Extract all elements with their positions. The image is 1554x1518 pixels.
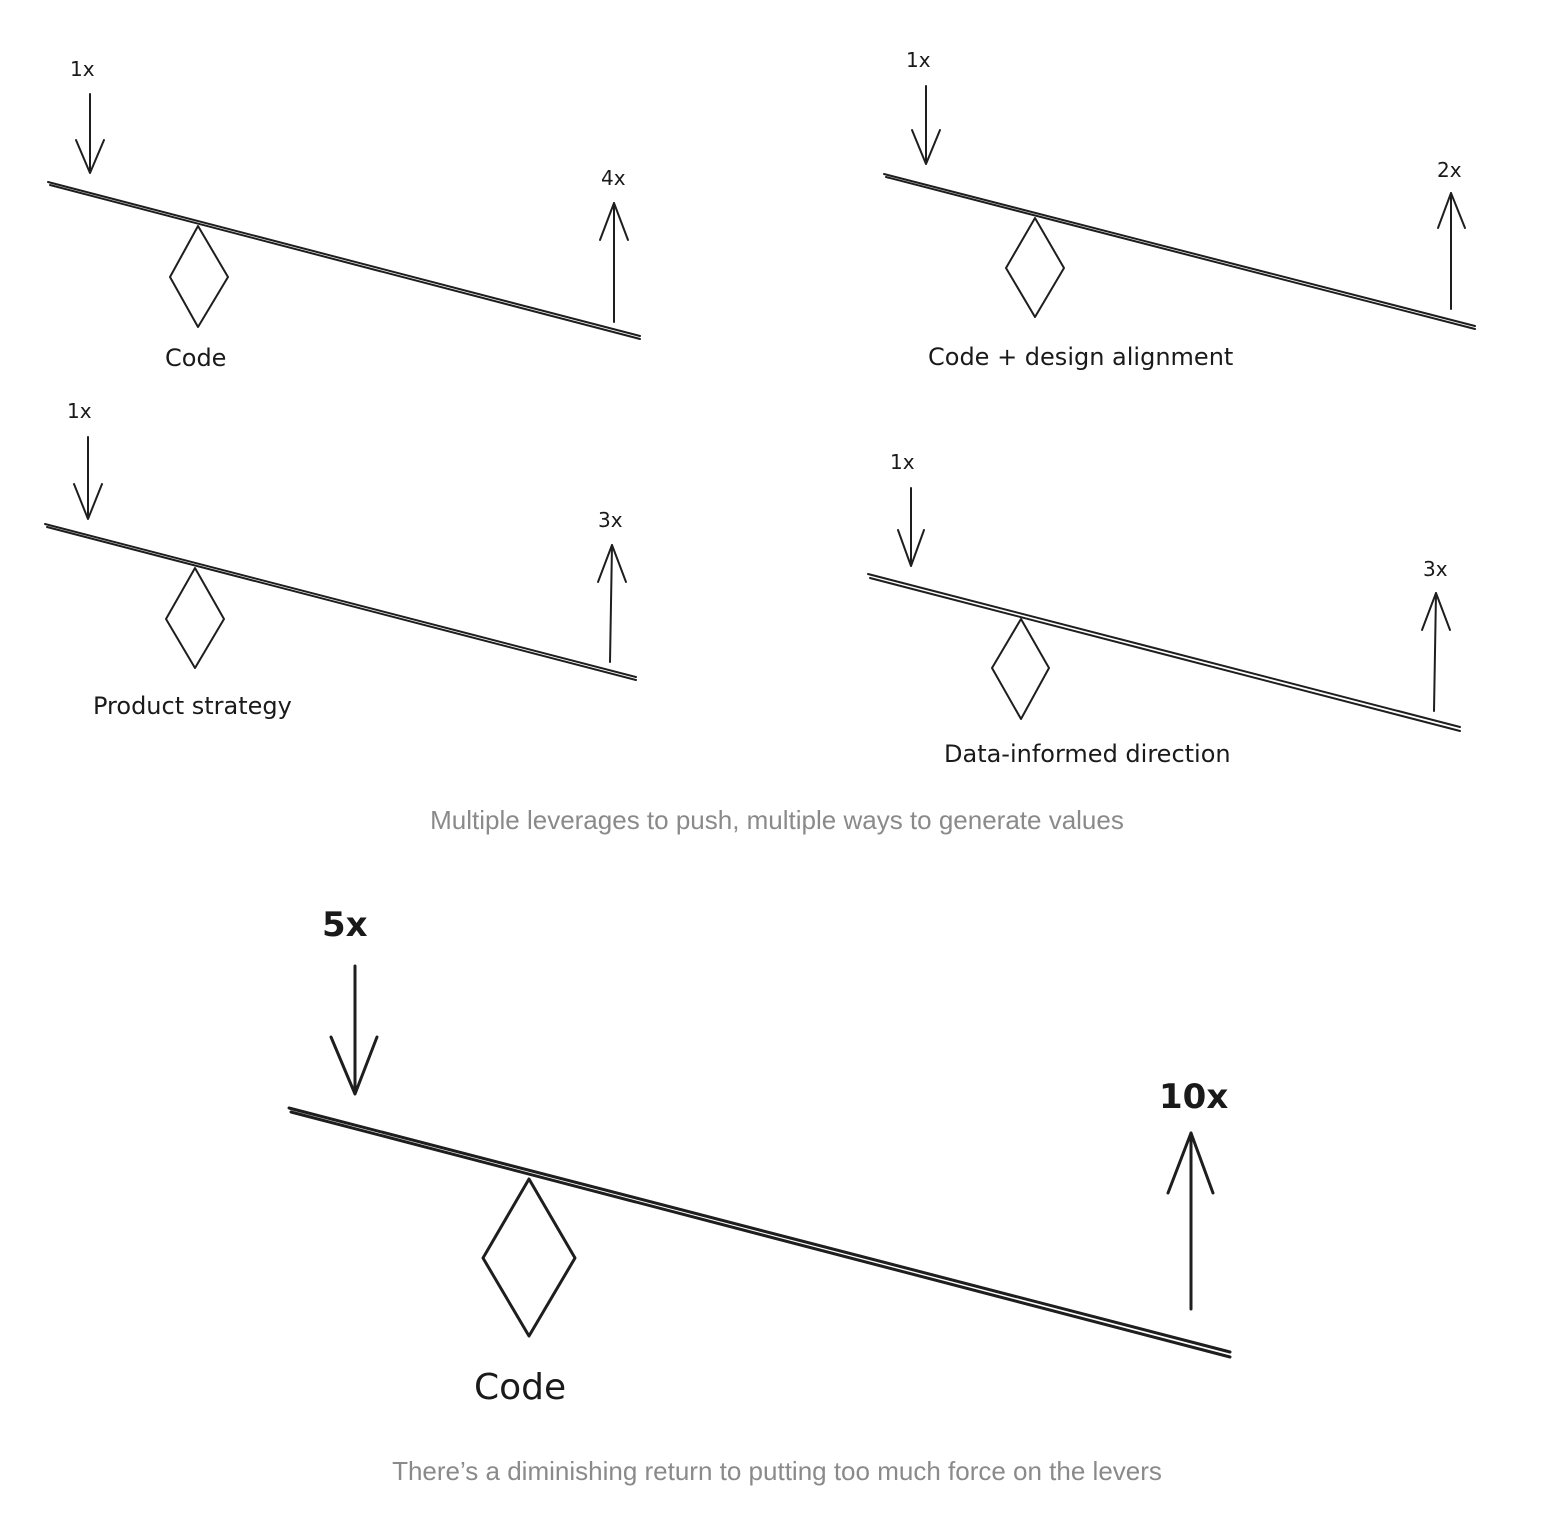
up-arrow-icon (1421, 592, 1451, 712)
lever-label: Code + design alignment (928, 343, 1233, 371)
lever-label: Product strategy (93, 692, 292, 720)
lever-figure-code: 1x 4x Code (47, 57, 641, 372)
caption-diminishing-return: There’s a diminishing return to putting … (392, 1456, 1162, 1486)
output-force-label: 2x (1437, 158, 1462, 182)
lever-label: Data-informed direction (944, 740, 1231, 768)
fulcrum-icon (165, 567, 225, 669)
lever-beam (287, 1106, 1232, 1359)
caption-multiple-leverages: Multiple leverages to push, multiple way… (430, 805, 1124, 835)
lever-figure-big-code: 5x 10x Code (287, 905, 1232, 1408)
down-arrow-icon (897, 487, 925, 567)
fulcrum-icon (1005, 217, 1065, 318)
output-force-label: 10x (1159, 1077, 1228, 1117)
input-force-label: 1x (67, 399, 92, 423)
output-force-label: 4x (601, 166, 626, 190)
lever-beam (47, 181, 641, 340)
up-arrow-icon (1437, 192, 1466, 310)
lever-figure-data-informed: 1x 3x Data-informed direction (867, 450, 1461, 768)
output-force-label: 3x (598, 508, 623, 532)
output-force-label: 3x (1423, 557, 1448, 581)
up-arrow-icon (599, 202, 629, 323)
lever-label: Code (165, 344, 226, 372)
up-arrow-icon (597, 544, 627, 663)
lever-beam (867, 573, 1461, 732)
down-arrow-icon (73, 436, 103, 520)
down-arrow-icon (75, 93, 105, 174)
lever-beam (883, 173, 1476, 330)
lever-label: Code (474, 1367, 566, 1408)
input-force-label: 1x (906, 48, 931, 72)
fulcrum-icon (169, 225, 229, 328)
up-arrow-icon (1166, 1131, 1215, 1311)
input-force-label: 5x (322, 905, 368, 945)
lever-beam (44, 523, 637, 681)
lever-figure-code-design: 1x 2x Code + design alignment (883, 48, 1476, 371)
down-arrow-icon (911, 85, 941, 165)
input-force-label: 1x (890, 450, 915, 474)
lever-figure-product-strategy: 1x 3x Product strategy (44, 399, 637, 720)
input-force-label: 1x (70, 57, 95, 81)
fulcrum-icon (481, 1177, 577, 1338)
fulcrum-icon (991, 618, 1050, 720)
down-arrow-icon (329, 964, 379, 1096)
